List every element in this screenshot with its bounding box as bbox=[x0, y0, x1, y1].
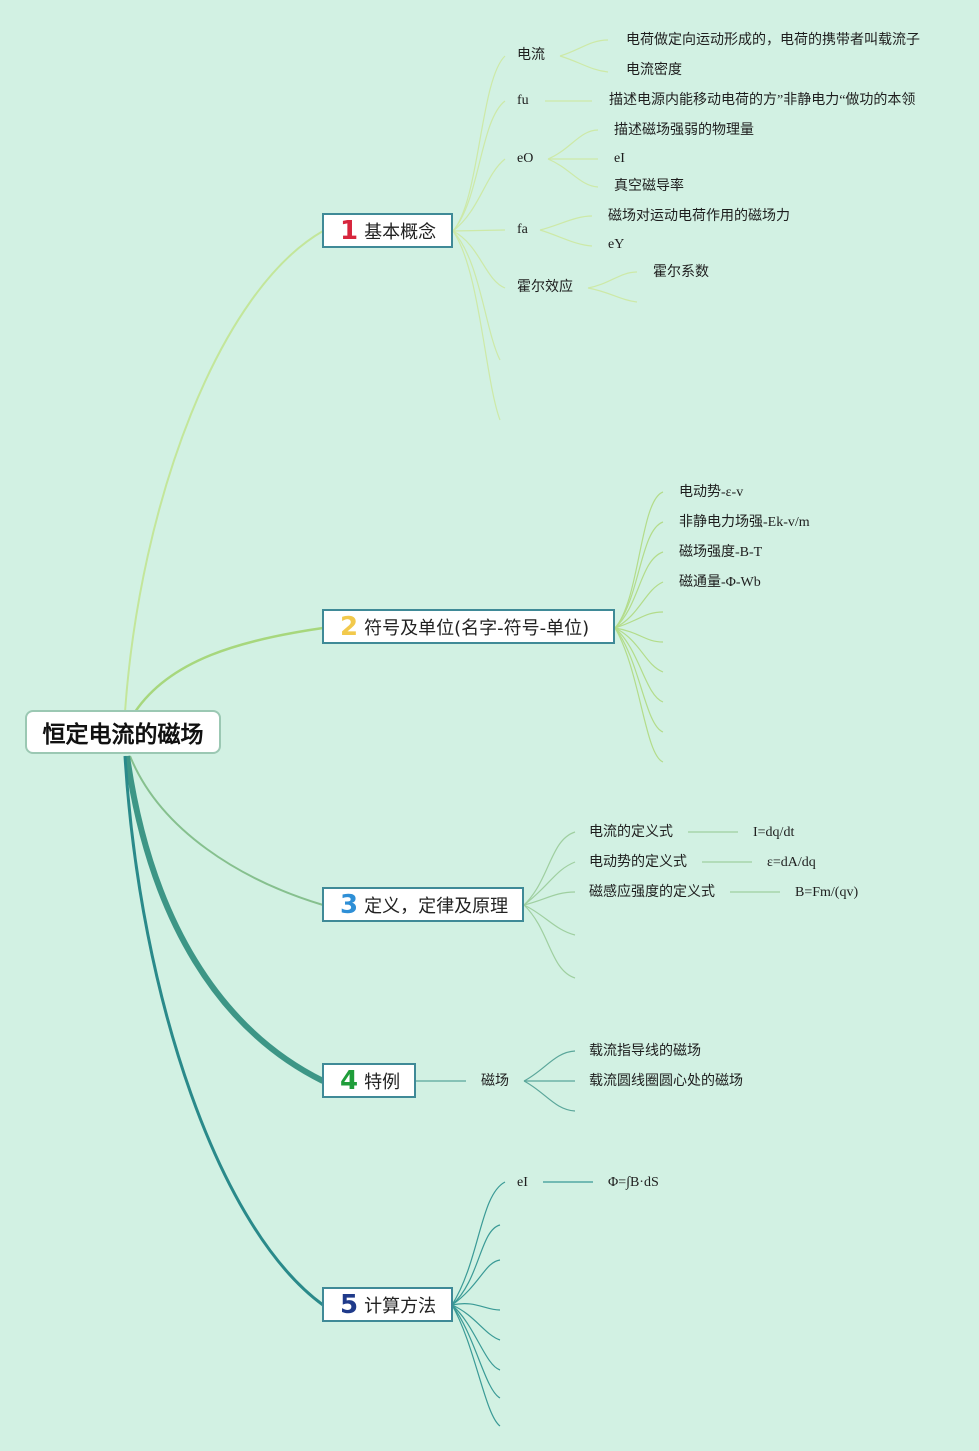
node-ei[interactable]: eI bbox=[517, 1175, 528, 1190]
node-emf-symbol[interactable]: 电动势-ε-v bbox=[679, 485, 744, 500]
node-fu-desc[interactable]: 描述电源内能移动电荷的方”非静电力“做功的本领 bbox=[609, 93, 916, 108]
node-eo-ei[interactable]: eI bbox=[614, 151, 625, 166]
node-magnetic-flux[interactable]: 磁通量-Φ-Wb bbox=[679, 575, 761, 590]
node-fa[interactable]: fa bbox=[517, 222, 528, 237]
topic-calculation-methods[interactable]: 5 计算方法 bbox=[322, 1287, 453, 1322]
number-badge-4: 4 bbox=[340, 1065, 359, 1096]
formula-induction[interactable]: B=Fm/(qv) bbox=[795, 885, 859, 900]
node-magnetic-field[interactable]: 磁场 bbox=[481, 1074, 509, 1089]
node-eo[interactable]: eO bbox=[517, 151, 534, 166]
node-fa-ey[interactable]: eY bbox=[608, 237, 625, 252]
number-badge-3: 3 bbox=[340, 889, 359, 920]
node-hall-coefficient[interactable]: 霍尔系数 bbox=[653, 265, 709, 280]
number-badge-2: 2 bbox=[340, 611, 359, 642]
node-current-def[interactable]: 电荷做定向运动形成的，电荷的携带者叫载流子 bbox=[626, 33, 920, 48]
node-emf-definition[interactable]: 电动势的定义式 bbox=[589, 855, 687, 870]
node-current-density[interactable]: 电流密度 bbox=[626, 63, 682, 78]
topic-label: 定义，定律及原理 bbox=[364, 895, 509, 917]
formula-emf[interactable]: ε=dA/dq bbox=[767, 855, 816, 870]
root-node[interactable]: 恒定电流的磁场 bbox=[25, 710, 221, 754]
node-loop-center-field[interactable]: 载流圆线圈圆心处的磁场 bbox=[589, 1074, 743, 1089]
topic-label: 符号及单位(名字-符号-单位) bbox=[364, 617, 590, 639]
topic-label: 特例 bbox=[364, 1071, 401, 1093]
node-eo-desc[interactable]: 描述磁场强弱的物理量 bbox=[614, 123, 754, 138]
node-eo-permeability[interactable]: 真空磁导率 bbox=[614, 179, 684, 194]
node-induction-definition[interactable]: 磁感应强度的定义式 bbox=[589, 885, 715, 900]
node-fa-desc[interactable]: 磁场对运动电荷作用的磁场力 bbox=[608, 209, 790, 224]
topic-symbols-units[interactable]: 2 符号及单位(名字-符号-单位) bbox=[322, 609, 615, 644]
formula-flux[interactable]: Φ=∫B·dS bbox=[608, 1175, 659, 1190]
node-hall-effect[interactable]: 霍尔效应 bbox=[517, 280, 573, 295]
topic-definitions-laws[interactable]: 3 定义，定律及原理 bbox=[322, 887, 524, 922]
formula-current[interactable]: I=dq/dt bbox=[753, 825, 795, 840]
node-magnetic-field-strength[interactable]: 磁场强度-B-T bbox=[679, 545, 763, 560]
topic-special-cases[interactable]: 4 特例 bbox=[322, 1063, 416, 1098]
node-straight-wire-field[interactable]: 载流指导线的磁场 bbox=[589, 1044, 701, 1059]
node-nonstatic-field[interactable]: 非静电力场强-Ek-v/m bbox=[679, 515, 810, 530]
number-badge-1: 1 bbox=[340, 215, 359, 246]
number-badge-5: 5 bbox=[340, 1289, 359, 1320]
node-current-definition[interactable]: 电流的定义式 bbox=[589, 825, 673, 840]
topic-basic-concepts[interactable]: 1 基本概念 bbox=[322, 213, 453, 248]
node-fu[interactable]: fu bbox=[517, 93, 529, 108]
topic-label: 计算方法 bbox=[364, 1295, 437, 1317]
node-current[interactable]: 电流 bbox=[517, 48, 545, 63]
topic-label: 基本概念 bbox=[364, 221, 437, 243]
